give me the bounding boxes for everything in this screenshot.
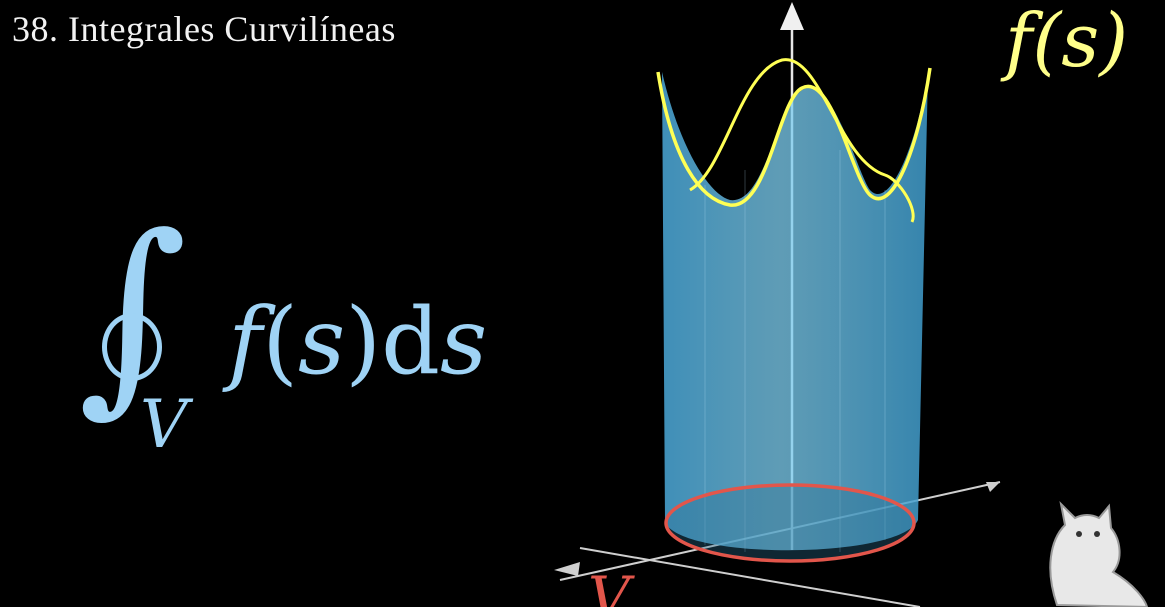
function-graph-back bbox=[689, 58, 915, 223]
curve-label: V bbox=[588, 564, 635, 607]
integrand-f: f bbox=[228, 288, 263, 395]
integrand-close-paren: ) bbox=[345, 288, 382, 395]
z-axis-arrow bbox=[780, 2, 804, 30]
video-title: 38. Integrales Curvilíneas bbox=[12, 9, 396, 49]
integrand: f(s)ds bbox=[228, 288, 487, 395]
integrand-s: s bbox=[297, 288, 346, 395]
cat-eye-right bbox=[1094, 531, 1100, 537]
cylinder-surface bbox=[662, 72, 928, 551]
integrand-d: d bbox=[381, 288, 440, 395]
integral-subscript: V bbox=[140, 386, 188, 463]
cat-eye-left bbox=[1076, 531, 1082, 537]
surface-mesh bbox=[704, 150, 886, 552]
cat-body bbox=[1049, 500, 1149, 607]
integral-sign: ∫ bbox=[78, 190, 188, 435]
function-graph-front bbox=[656, 67, 932, 207]
y-axis bbox=[579, 547, 921, 607]
integrand-open-paren: ( bbox=[262, 288, 298, 395]
closed-contour-circle bbox=[102, 313, 162, 381]
line-integral-formula: ∫ V f(s)ds bbox=[78, 208, 538, 468]
cylinder-scene: V bbox=[554, 2, 1149, 607]
x-axis-arrow-back bbox=[554, 562, 580, 576]
function-label: f(s) bbox=[1005, 0, 1129, 84]
pi-creature-cat-icon bbox=[1049, 500, 1149, 607]
integrand-s2: s bbox=[440, 288, 488, 395]
base-curve-v bbox=[664, 483, 916, 563]
x-axis-arrow bbox=[986, 482, 1000, 492]
